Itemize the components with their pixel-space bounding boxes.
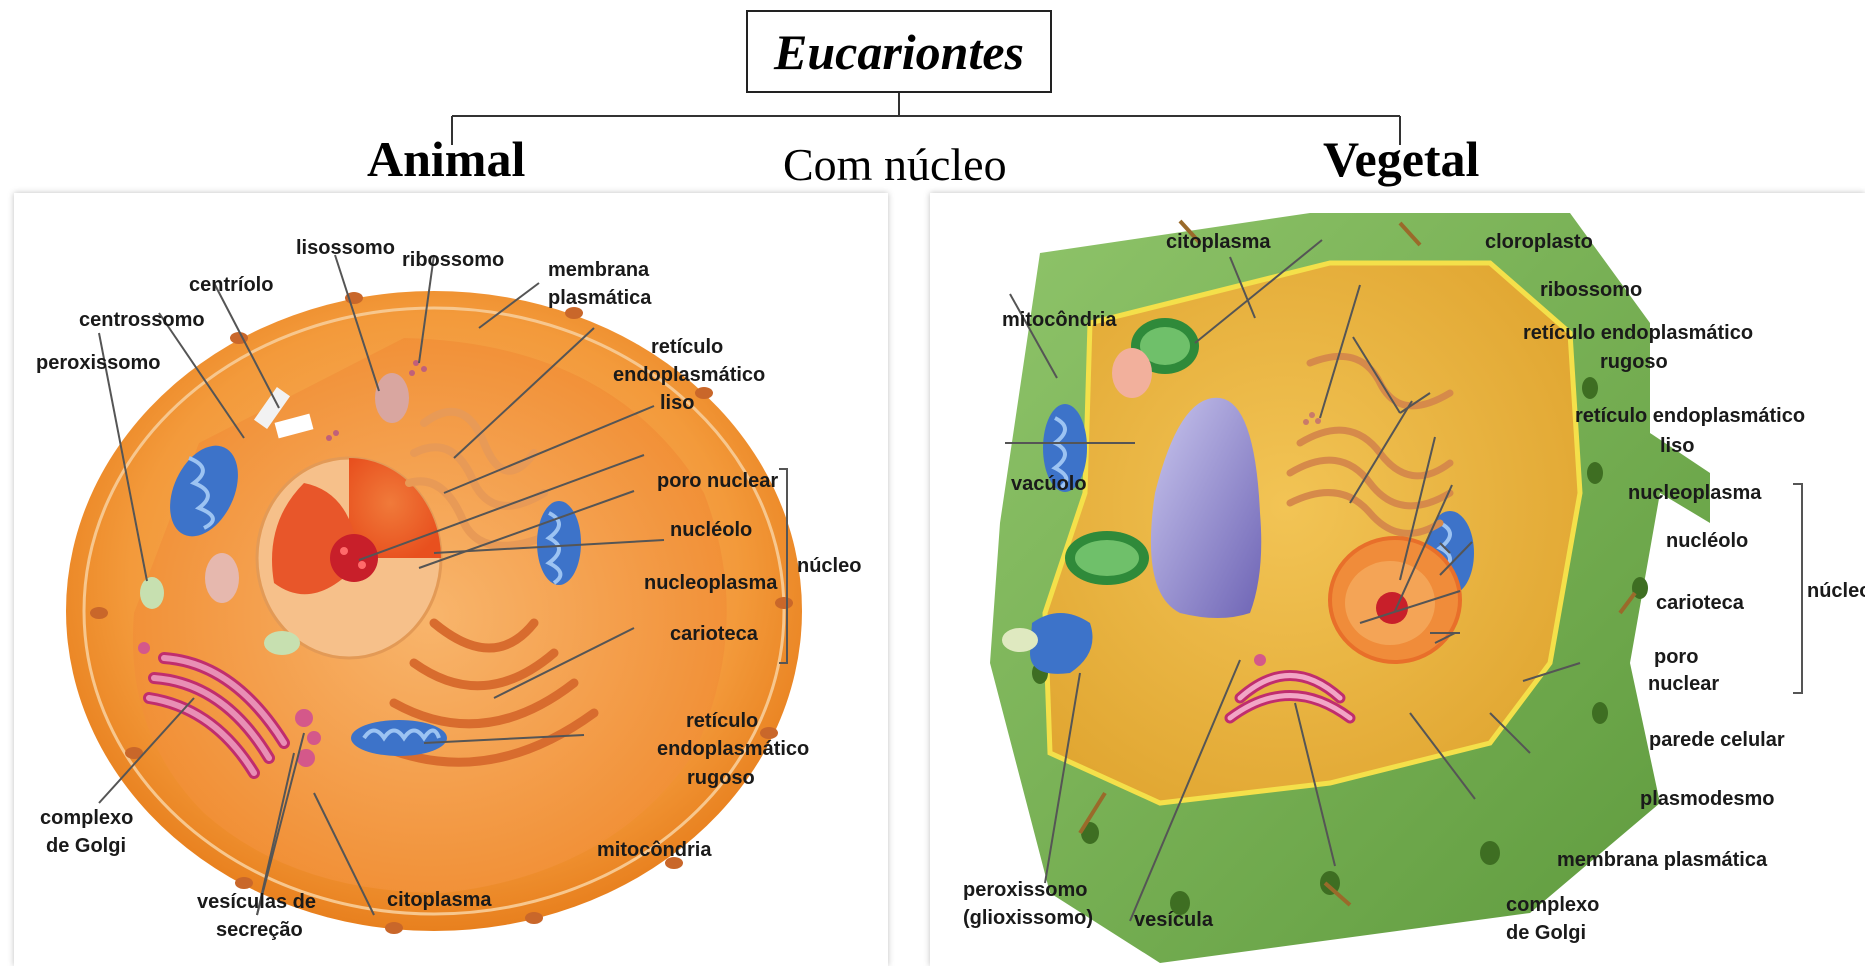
- label-centriolo: centríolo: [189, 274, 273, 296]
- plant-nucleus-bracket: [1793, 484, 1802, 693]
- label-nucleo: núcleo: [797, 555, 861, 577]
- label-rel-2: endoplasmático: [613, 364, 765, 386]
- label-membrana-1: membrana: [548, 259, 650, 281]
- plant-label-membrana: membrana plasmática: [1557, 849, 1768, 871]
- plant-label-rel-1: retículo endoplasmático: [1575, 405, 1805, 427]
- label-ribossomo: ribossomo: [402, 249, 504, 271]
- label-mitocondria: mitocôndria: [597, 839, 712, 861]
- label-nucleolo: nucléolo: [670, 519, 752, 541]
- plant-label-poro-1: poro: [1654, 646, 1698, 668]
- label-lisossomo: lisossomo: [296, 237, 395, 259]
- plant-label-nucleolo: nucléolo: [1666, 530, 1748, 552]
- plant-label-mitocondria: mitocôndria: [1002, 309, 1117, 331]
- label-citoplasma: citoplasma: [387, 889, 492, 911]
- animal-cell-illustration: lisossomo ribossomo centríolo membrana p…: [14, 193, 888, 966]
- label-membrana-2: plasmática: [548, 287, 652, 309]
- plant-nucleolus-shape: [1376, 592, 1408, 624]
- label-poro-nuclear: poro nuclear: [657, 470, 778, 492]
- animal-cell-panel: lisossomo ribossomo centríolo membrana p…: [14, 193, 888, 966]
- peroxisome-shape: [140, 577, 164, 609]
- nucleolus-shape: [330, 534, 378, 582]
- plant-label-vacuolo: vacúolo: [1011, 473, 1087, 495]
- label-rer-2: endoplasmático: [657, 738, 809, 760]
- plant-label-plasmodesmo: plasmodesmo: [1640, 788, 1774, 810]
- plant-label-poro-2: nuclear: [1648, 673, 1719, 695]
- plant-label-golgi-1: complexo: [1506, 894, 1599, 916]
- label-vesiculas-2: secreção: [216, 919, 303, 941]
- label-rel-1: retículo: [651, 336, 723, 358]
- plant-label-perox-1: peroxissomo: [963, 879, 1087, 901]
- label-peroxissomo: peroxissomo: [36, 352, 160, 374]
- lysosome-shape: [375, 373, 409, 423]
- plant-label-vesicula: vesícula: [1134, 909, 1214, 931]
- label-carioteca: carioteca: [670, 623, 759, 645]
- plant-cell-panel: citoplasma cloroplasto ribossomo mitocôn…: [930, 193, 1865, 966]
- plant-cell-illustration: citoplasma cloroplasto ribossomo mitocôn…: [930, 193, 1865, 966]
- plant-label-nucleo: núcleo: [1807, 580, 1865, 602]
- plant-label-citoplasma: citoplasma: [1166, 231, 1271, 253]
- plant-label-cloroplasto: cloroplasto: [1485, 231, 1593, 253]
- plant-label-golgi-2: de Golgi: [1506, 922, 1586, 944]
- subtitle: Com núcleo: [783, 138, 1007, 191]
- label-golgi-2: de Golgi: [46, 835, 126, 857]
- vegetal-heading: Vegetal: [1323, 130, 1479, 188]
- plant-label-rel-2: liso: [1660, 435, 1694, 457]
- plant-peroxisome-shape: [1002, 628, 1038, 652]
- plant-label-rer-1: retículo endoplasmático: [1523, 322, 1753, 344]
- plant-label-nucleoplasma: nucleoplasma: [1628, 482, 1762, 504]
- plant-label-rer-2: rugoso: [1600, 351, 1668, 373]
- label-nucleoplasma: nucleoplasma: [644, 572, 778, 594]
- plant-label-carioteca: carioteca: [1656, 592, 1745, 614]
- plant-label-parede: parede celular: [1649, 729, 1785, 751]
- animal-heading: Animal: [367, 130, 525, 188]
- label-centrossomo: centrossomo: [79, 309, 205, 331]
- label-golgi-1: complexo: [40, 807, 133, 829]
- label-rel-3: liso: [660, 392, 694, 414]
- label-rer-1: retículo: [686, 710, 758, 732]
- plant-label-perox-2: (glioxissomo): [963, 907, 1093, 929]
- label-rer-3: rugoso: [687, 767, 755, 789]
- label-vesiculas-1: vesículas de: [197, 891, 316, 913]
- plant-label-ribossomo: ribossomo: [1540, 279, 1642, 301]
